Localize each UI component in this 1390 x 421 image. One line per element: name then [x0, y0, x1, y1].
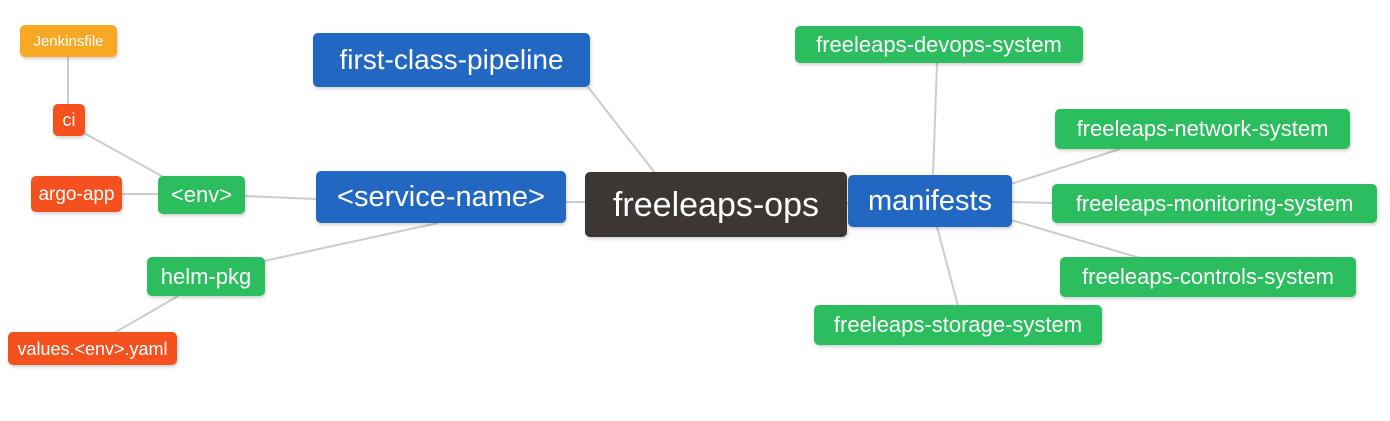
node-env-label: <env> [170, 182, 233, 207]
edge-env-service-name [244, 195, 317, 200]
node-ci[interactable]: ci [53, 104, 85, 136]
node-env[interactable]: <env> [158, 176, 245, 214]
edge-helm-pkg-service-name [263, 222, 439, 262]
edge-manifests-devops [932, 62, 938, 177]
node-service-name-label: <service-name> [337, 180, 545, 213]
edge-manifests-network [1010, 148, 1121, 185]
node-manifests[interactable]: manifests [848, 175, 1012, 227]
node-storage-system[interactable]: freeleaps-storage-system [814, 305, 1102, 345]
node-jenkinsfile[interactable]: Jenkinsfile [20, 25, 117, 57]
node-first-class-pipeline-label: first-class-pipeline [339, 44, 564, 75]
node-first-class-pipeline[interactable]: first-class-pipeline [313, 33, 590, 87]
node-helm-pkg[interactable]: helm-pkg [147, 257, 265, 296]
node-jenkinsfile-label: Jenkinsfile [33, 32, 104, 50]
node-network-system-label: freeleaps-network-system [1076, 116, 1329, 141]
node-root-freeleaps-ops[interactable]: freeleaps-ops [585, 172, 847, 237]
node-service-name[interactable]: <service-name> [316, 171, 566, 223]
node-monitoring-system[interactable]: freeleaps-monitoring-system [1052, 184, 1377, 223]
node-ci-label: ci [62, 110, 76, 130]
edge-first-class-pipeline-root [587, 86, 656, 174]
node-manifests-label: manifests [867, 184, 993, 217]
node-devops-system[interactable]: freeleaps-devops-system [795, 26, 1083, 63]
edge-manifests-storage [936, 226, 959, 307]
node-argo-app-label: argo-app [38, 183, 115, 205]
node-storage-system-label: freeleaps-storage-system [833, 312, 1083, 337]
node-network-system[interactable]: freeleaps-network-system [1055, 109, 1350, 149]
node-values-env-yaml[interactable]: values.<env>.yaml [8, 332, 177, 365]
edge-helm-pkg-values [113, 295, 179, 334]
node-monitoring-system-label: freeleaps-monitoring-system [1075, 190, 1354, 216]
node-values-env-yaml-label: values.<env>.yaml [17, 338, 168, 359]
node-controls-system[interactable]: freeleaps-controls-system [1060, 257, 1356, 297]
node-devops-system-label: freeleaps-devops-system [816, 31, 1062, 57]
node-argo-app[interactable]: argo-app [31, 176, 122, 212]
edge-manifests-monitoring [1010, 201, 1054, 204]
node-root-freeleaps-ops-label: freeleaps-ops [612, 185, 819, 224]
edge-manifests-controls [1010, 219, 1141, 259]
node-controls-system-label: freeleaps-controls-system [1082, 264, 1334, 289]
edge-ci-env [83, 132, 168, 180]
node-helm-pkg-label: helm-pkg [160, 263, 252, 289]
